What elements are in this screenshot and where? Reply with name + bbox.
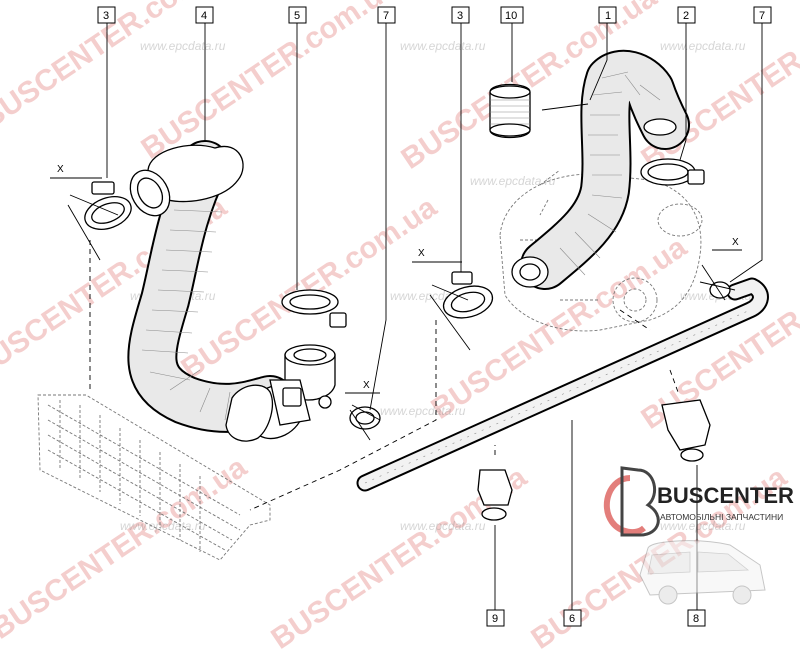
- svg-text:6: 6: [569, 613, 575, 625]
- guide-lines: [89, 240, 679, 511]
- turbocharger-outline: [499, 169, 703, 332]
- callout-2: 2: [677, 6, 696, 24]
- svg-text:9: 9: [492, 613, 498, 625]
- watermark-gray: www.epcdata.ru: [660, 519, 746, 533]
- callout-3-left: 3: [97, 6, 116, 24]
- svg-text:X: X: [57, 164, 64, 175]
- hose-1: [511, 49, 690, 290]
- callout-7-left: 7: [377, 6, 396, 24]
- callout-4: 4: [195, 6, 214, 24]
- dimension-marker-mid: X: [412, 248, 471, 351]
- svg-text:X: X: [418, 248, 425, 259]
- brand-name: BUSCENTER: [657, 483, 794, 508]
- callout-1: 1: [598, 6, 617, 24]
- dimension-marker-right: X: [699, 237, 742, 301]
- brand-logo-icon: [603, 466, 660, 537]
- watermark-gray: www.epcdata.ru: [470, 174, 556, 188]
- brand-tagline: АВТОМОБІЛЬНІ ЗАПЧАСТИНИ: [660, 512, 783, 522]
- svg-text:X: X: [363, 380, 370, 391]
- svg-text:2: 2: [683, 10, 689, 22]
- watermark-gray: www.epcdata.ru: [380, 404, 466, 418]
- bracket-9: [477, 469, 513, 521]
- watermark-gray: www.epcdata.ru: [120, 519, 206, 533]
- callout-9: 9: [486, 609, 505, 627]
- watermark-gray: www.epcdata.ru: [140, 39, 226, 53]
- watermark-red: BUSCENTER.com.ua: [135, 0, 402, 166]
- callout-8: 8: [687, 609, 706, 627]
- dimension-marker-left: X: [50, 164, 119, 261]
- svg-text:8: 8: [693, 613, 699, 625]
- svg-text:3: 3: [103, 10, 109, 22]
- watermark-gray: www.epcdata.ru: [400, 39, 486, 53]
- svg-text:X: X: [732, 237, 739, 248]
- callout-5: 5: [288, 6, 307, 24]
- callout-10: 10: [500, 6, 524, 24]
- svg-text:7: 7: [383, 10, 389, 22]
- svg-text:3: 3: [457, 10, 463, 22]
- bracket-8: [661, 399, 711, 462]
- sleeve-10: [489, 83, 531, 139]
- pipe-6: [356, 277, 769, 492]
- svg-text:4: 4: [201, 10, 207, 22]
- connector-5: [269, 289, 347, 426]
- callout-7-right: 7: [753, 6, 772, 24]
- callout-3-right: 3: [451, 6, 470, 24]
- clamp-3-left: [84, 181, 132, 230]
- intercooler-outline: [37, 394, 271, 561]
- svg-text:1: 1: [605, 10, 611, 22]
- van-icon: [639, 540, 766, 605]
- svg-text:5: 5: [294, 10, 300, 22]
- callout-6: 6: [563, 609, 582, 627]
- dimension-marker-small: X: [345, 380, 381, 441]
- clamp-7-left: [349, 406, 381, 430]
- watermark-gray: www.epcdata.ru: [400, 519, 486, 533]
- leader-lines: [106, 20, 763, 610]
- brand-logo: BUSCENTER АВТОМОБІЛЬНІ ЗАПЧАСТИНИ: [603, 466, 794, 605]
- svg-text:10: 10: [505, 10, 517, 22]
- clamp-3-right: [442, 271, 494, 319]
- watermark-gray: www.epcdata.ru: [660, 39, 746, 53]
- svg-text:7: 7: [759, 10, 765, 22]
- clamp-2: [640, 118, 705, 186]
